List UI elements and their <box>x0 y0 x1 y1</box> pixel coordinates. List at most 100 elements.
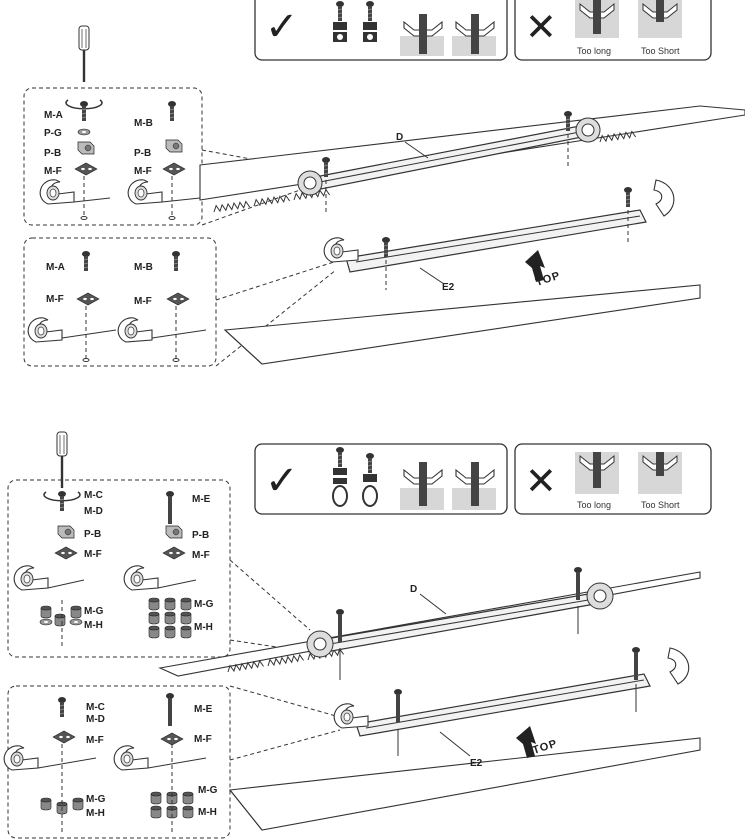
too-long-label: Too long <box>577 46 611 56</box>
too-short-label: Too Short <box>641 46 680 56</box>
label-m-f: M-F <box>86 735 104 746</box>
plate-icon <box>52 730 76 744</box>
shelf-board-2 <box>158 571 701 831</box>
screw-icon <box>57 696 67 718</box>
washer-icon <box>77 128 91 136</box>
spacer-icon <box>148 611 160 625</box>
top-arrow-icon <box>525 250 545 282</box>
wrong-fit-box: ✕ Too long Too Short <box>514 443 712 515</box>
bracket-icon <box>57 525 75 539</box>
label-m-g: M-G <box>198 785 218 796</box>
spacer-icon <box>164 625 176 639</box>
spacer-icon <box>40 797 52 811</box>
label-m-g: M-G <box>84 606 104 617</box>
clip-icon <box>39 179 75 205</box>
spacer-icon <box>72 797 84 811</box>
clip-icon <box>3 745 39 771</box>
clip-icon <box>333 703 369 729</box>
spacer-icon <box>180 597 192 611</box>
label-m-h: M-H <box>194 622 213 633</box>
plate-icon <box>162 162 186 176</box>
screw-icon <box>79 100 89 122</box>
bracket-icon <box>165 139 183 153</box>
screw-icon <box>363 0 377 42</box>
rail-d: D <box>297 110 601 212</box>
washer-icon <box>39 618 53 626</box>
screw-icon <box>623 186 633 208</box>
label-m-c: M-C <box>86 702 105 713</box>
label-m-g: M-G <box>86 794 106 805</box>
label-p-b: P-B <box>192 530 209 541</box>
label-m-a: M-A <box>46 262 65 273</box>
label-m-f: M-F <box>192 550 210 561</box>
label-m-e: M-E <box>194 704 213 715</box>
label-m-e: M-E <box>192 494 211 505</box>
spacer-icon <box>164 611 176 625</box>
label-m-f: M-F <box>84 549 102 560</box>
spacer-icon <box>164 597 176 611</box>
screw-icon <box>333 0 347 42</box>
rail-label-d: D <box>396 132 403 143</box>
spacer-icon <box>70 605 82 619</box>
label-m-h: M-H <box>198 807 217 818</box>
correct-fit-box: ✓ <box>254 0 508 61</box>
plate-icon <box>160 732 184 746</box>
label-m-f: M-F <box>46 294 64 305</box>
spacer-icon <box>182 791 194 805</box>
label-m-c: M-C <box>84 490 103 501</box>
spacer-icon <box>40 605 52 619</box>
detail-panel-lower: M-A M-F M-B M-F <box>23 237 217 367</box>
label-m-g: M-G <box>194 599 214 610</box>
label-m-d: M-D <box>84 506 103 517</box>
screw-icon <box>171 250 181 272</box>
rail-label-e2: E2 <box>442 282 455 293</box>
screwdriver-icon <box>78 25 90 83</box>
clip-icon <box>123 565 159 591</box>
rail-e2: E2 <box>323 179 675 293</box>
bracket-icon <box>165 525 183 539</box>
plate-icon <box>162 546 186 560</box>
screw-icon <box>166 491 174 524</box>
clip-icon <box>27 317 63 343</box>
check-icon: ✓ <box>265 4 299 50</box>
spacer-icon <box>150 805 162 819</box>
label-m-b: M-B <box>134 262 153 273</box>
label-m-h: M-H <box>86 808 105 819</box>
screw-icon <box>81 250 91 272</box>
spacer-icon <box>148 625 160 639</box>
label-p-b: P-B <box>44 148 61 159</box>
fit-example-1 <box>400 14 444 56</box>
screw-icon <box>167 100 177 122</box>
plate-icon <box>76 292 100 306</box>
too-long-label: Too long <box>577 500 611 510</box>
label-m-b: M-B <box>134 118 153 129</box>
plate-icon <box>74 162 98 176</box>
clip-icon <box>117 317 153 343</box>
label-m-f: M-F <box>44 166 62 177</box>
label-m-h: M-H <box>84 620 103 631</box>
shelf-board-1 <box>199 105 745 365</box>
too-short-label: Too Short <box>641 500 680 510</box>
spacer-icon <box>182 805 194 819</box>
rail-e2: E2 <box>333 647 690 769</box>
spacer-icon <box>148 597 160 611</box>
spacer-icon <box>54 613 66 627</box>
clip-icon <box>323 237 359 263</box>
rail-d: D <box>306 567 614 680</box>
figure-1: ✓ <box>23 0 745 367</box>
cross-icon: ✕ <box>525 459 557 503</box>
detail-panel-upper: M-A P-G P-B M-F M-B P-B M-F <box>23 25 203 226</box>
label-m-a: M-A <box>44 110 63 121</box>
rail-label-d: D <box>410 584 417 595</box>
figure-2: ✓ ✕ <box>3 431 712 839</box>
check-icon: ✓ <box>265 458 299 504</box>
bracket-icon <box>77 141 95 155</box>
clip-icon <box>113 745 149 771</box>
label-m-f: M-F <box>134 296 152 307</box>
top-arrow-icon <box>516 726 536 758</box>
detail-panel-upper: M-C M-D P-B M-F M-G M-H M-E P-B M-F M-G … <box>7 431 231 658</box>
label-p-b: P-B <box>84 529 101 540</box>
screw-icon <box>332 446 348 507</box>
clip-icon <box>13 565 49 591</box>
